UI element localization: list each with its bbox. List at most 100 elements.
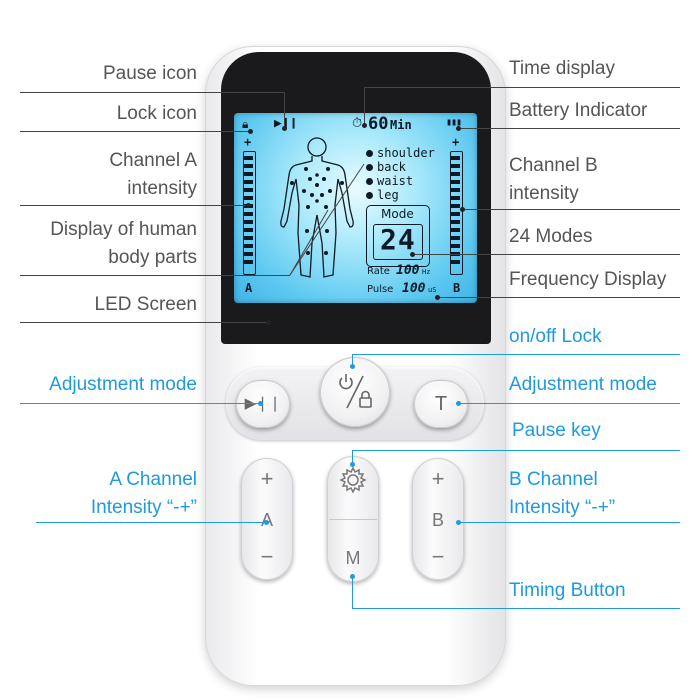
channel-b-pill: [412, 458, 464, 580]
leader-timing-drop: [352, 576, 353, 608]
human-body-figure: [280, 137, 354, 278]
leader-pause-key-drop: [352, 450, 353, 464]
b-plus-button[interactable]: +: [431, 466, 445, 491]
leader-pause-key: [352, 450, 680, 451]
channel-b-plus: +: [452, 135, 460, 149]
callout-channel-b-intensity: Channel B intensity: [509, 155, 598, 204]
pause-button[interactable]: ▶❘❘: [236, 380, 290, 428]
leader-dot: [350, 364, 355, 369]
mode-value: 24: [380, 223, 416, 256]
leader-pause-icon: [20, 92, 284, 93]
leader-adjustment-right: [458, 403, 680, 404]
mode-digit-frame: [373, 224, 423, 260]
play-pause-icon: ▶❘❘: [244, 395, 282, 412]
callout-timing-button: Timing Button: [509, 580, 626, 601]
m-timing-button[interactable]: M: [345, 548, 361, 568]
pulse-unit: uS: [428, 286, 437, 294]
body-part-item: waist: [366, 174, 435, 188]
leader-dot: [266, 320, 271, 325]
callout-battery-indicator: Battery Indicator: [509, 100, 648, 121]
timer-icon: ⏱: [352, 116, 363, 131]
b-minus-button[interactable]: −: [431, 544, 445, 569]
lock-icon: 🔒︎: [242, 117, 249, 131]
callout-time-display: Time display: [509, 58, 615, 79]
leader-onoff: [352, 354, 680, 355]
b-channel-label: B: [431, 510, 444, 530]
callout-frequency-display: Frequency Display: [509, 269, 667, 290]
center-pill-divider: [329, 519, 377, 520]
body-part-list: shoulder back waist leg: [366, 146, 435, 202]
leader-adjustment-left: [20, 403, 260, 404]
channel-a-pill: [241, 458, 293, 580]
leader-dot: [435, 295, 440, 300]
lcd-screen: 🔒︎ ▶❙❙ ⏱ 60 Min ▮▮▮ + A: [234, 113, 477, 303]
callout-channel-a-intensity: Channel A intensity: [109, 150, 197, 199]
pause-key-button[interactable]: [327, 456, 379, 518]
callout-b-channel-intensity: B Channel Intensity “-+”: [509, 469, 616, 518]
leader-dot: [456, 126, 461, 131]
leader-channel-b: [462, 209, 680, 210]
leader-a-channel: [36, 522, 266, 523]
leader-dot: [246, 203, 251, 208]
callout-pause-key: Pause key: [512, 420, 601, 441]
power-lock-icon: [339, 374, 372, 409]
pulse-value: 100: [402, 281, 426, 296]
a-minus-button[interactable]: −: [260, 544, 274, 569]
leader-dot: [282, 126, 287, 131]
leader-dot: [460, 207, 465, 212]
callout-a-channel-intensity: A Channel Intensity “-+”: [90, 469, 197, 518]
channel-a-bar: [243, 151, 256, 275]
pulse-label: Pulse: [367, 284, 394, 295]
body-part-item: back: [366, 160, 435, 174]
leader-onoff-drop: [352, 354, 353, 366]
timer-t-label: T: [434, 393, 448, 415]
body-part-item: leg: [366, 188, 435, 202]
callout-adjustment-mode-left: Adjustment mode: [49, 374, 197, 395]
leader-pause-icon-drop: [284, 92, 285, 128]
callout-pause-icon: Pause icon: [102, 63, 197, 84]
leader-body-parts: [20, 275, 290, 276]
battery-icon: ▮▮▮: [446, 117, 462, 128]
leader-dot: [456, 520, 461, 525]
channel-a-plus: +: [244, 135, 252, 149]
leader-led-screen: [20, 322, 268, 323]
leader-dot: [350, 574, 355, 579]
time-value: 60: [368, 114, 389, 134]
leader-dot: [456, 401, 461, 406]
leader-dot: [264, 520, 269, 525]
mode-label: Mode: [381, 207, 414, 221]
leader-battery: [458, 128, 680, 129]
channel-a-letter: A: [245, 281, 253, 295]
leader-dot: [410, 252, 415, 257]
callout-24-modes: 24 Modes: [509, 226, 593, 247]
pause-icon: ▶❙❙: [274, 116, 298, 131]
callout-body-parts: Display of human body parts: [50, 219, 197, 268]
leader-channel-a: [20, 205, 248, 206]
body-part-item: shoulder: [366, 146, 435, 160]
leader-dot: [362, 123, 367, 128]
callout-adjustment-mode-right: Adjustment mode: [509, 374, 657, 395]
leader-timing: [352, 608, 680, 609]
mode-box: Mode 24: [366, 205, 430, 267]
leader-time-display: [364, 87, 680, 88]
channel-b-bar: [450, 151, 463, 275]
rate-label: Rate: [367, 266, 390, 277]
channel-b-letter: B: [453, 281, 461, 295]
leader-time-drop: [364, 87, 365, 125]
rate-value: 100: [396, 263, 420, 278]
rate-unit: Hz: [422, 268, 431, 276]
leader-body-parts-diag: [289, 163, 365, 276]
power-lock-button[interactable]: [320, 357, 390, 427]
callout-onoff-lock: on/off Lock: [509, 326, 602, 347]
gear-icon: [339, 466, 367, 494]
leader-dot: [248, 129, 253, 134]
leader-lock-icon: [20, 131, 250, 132]
a-plus-button[interactable]: +: [260, 466, 274, 491]
callout-lock-icon: Lock icon: [116, 103, 197, 124]
callout-led-screen: LED Screen: [94, 294, 197, 315]
time-unit: Min: [390, 118, 412, 132]
leader-modes: [412, 254, 680, 255]
leader-b-channel: [458, 522, 680, 523]
leader-dot: [350, 462, 355, 467]
leader-dot: [258, 401, 263, 406]
